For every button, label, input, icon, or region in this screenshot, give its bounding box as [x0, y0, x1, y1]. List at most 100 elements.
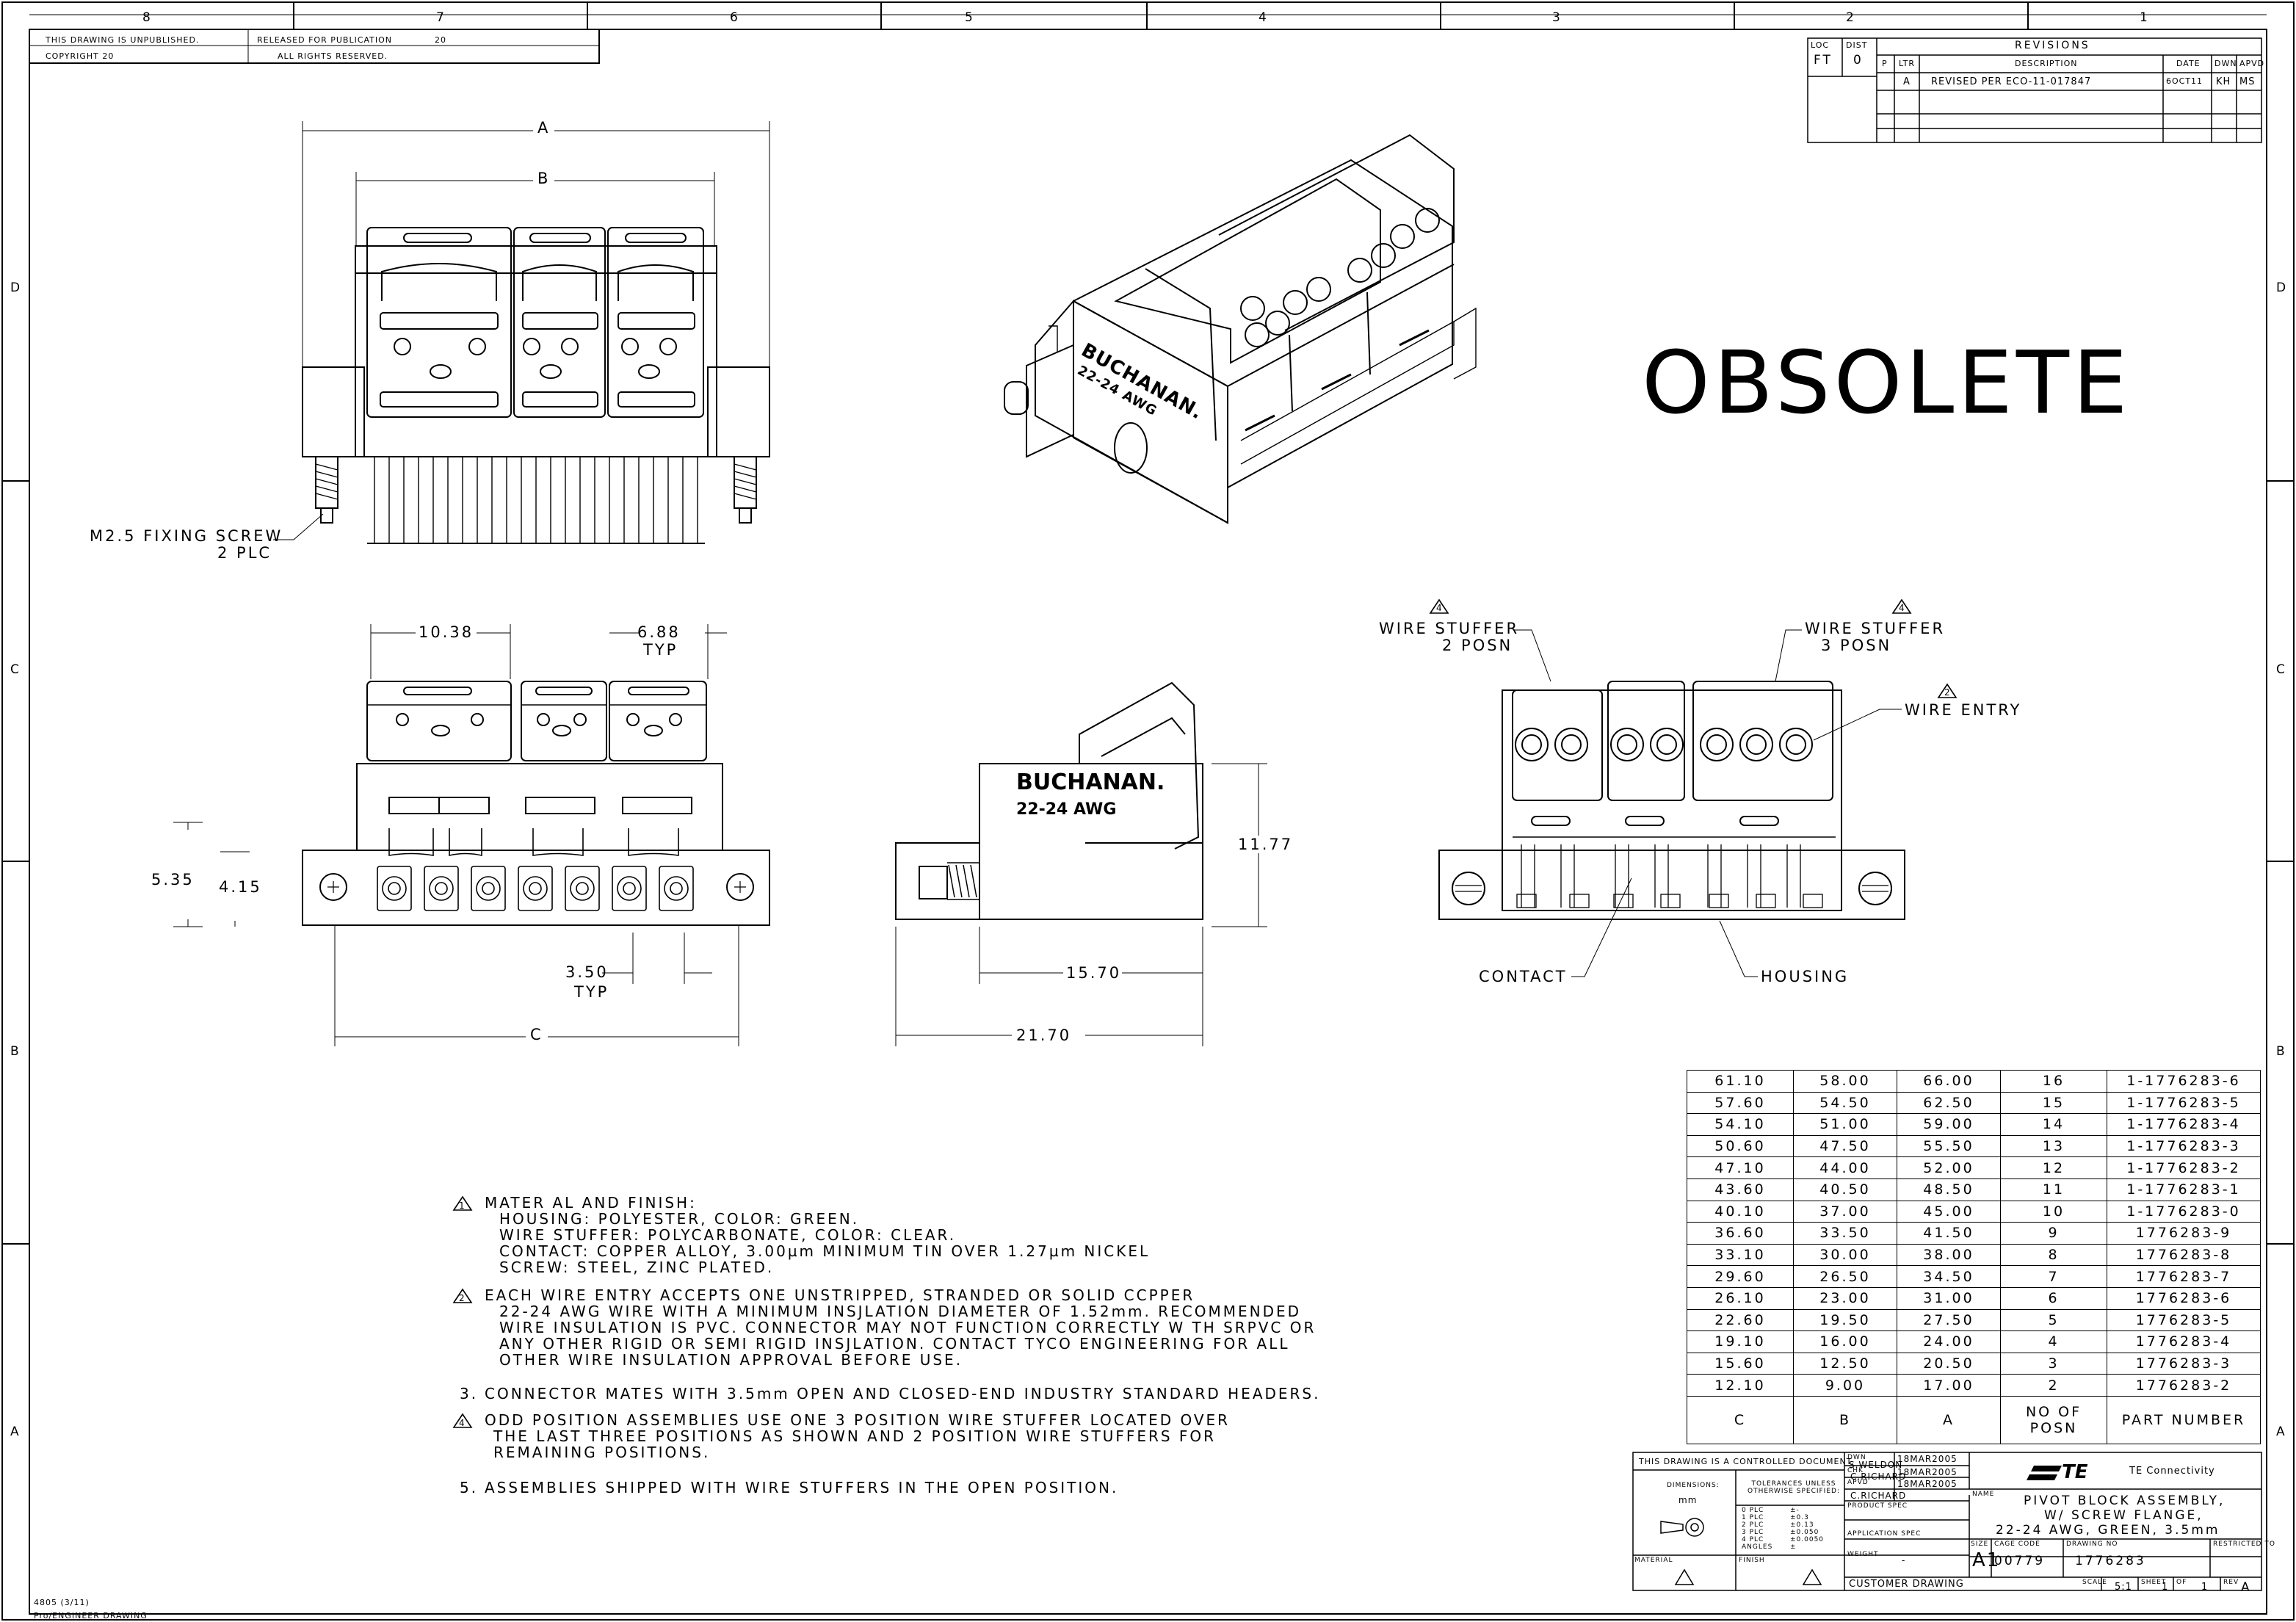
table-cell: 33.50 — [1793, 1222, 1897, 1245]
table-cell: 27.50 — [1897, 1308, 2001, 1332]
side-awg: 22-24 AWG — [1016, 800, 1117, 819]
table-cell: 19.10 — [1687, 1330, 1794, 1353]
table-cell: 47.50 — [1793, 1134, 1897, 1158]
zone-label-top: 3 — [1552, 10, 1562, 25]
table-cell: 1776283-8 — [2107, 1243, 2261, 1267]
table-cell: 2 — [2000, 1374, 2107, 1397]
table-cell: 1-1776283-4 — [2107, 1113, 2261, 1136]
dim-a: A — [533, 119, 555, 137]
tol-value: ± — [1790, 1543, 1797, 1551]
wire-stuffer-2-label: WIRE STUFFER — [1379, 620, 1520, 637]
tol-value: ±0.050 — [1790, 1529, 1819, 1536]
tol-value: ±0.0050 — [1790, 1536, 1825, 1543]
sheet-label: SHEET — [2141, 1579, 2167, 1586]
table-cell: 47.10 — [1687, 1156, 1794, 1179]
table-cell: 43.60 — [1687, 1178, 1794, 1201]
title-line-2: W/ SCREW FLANGE, — [2044, 1508, 2203, 1523]
table-cell: 54.50 — [1793, 1091, 1897, 1115]
dist-value: 0 — [1853, 53, 1864, 68]
table-cell: 8 — [2000, 1243, 2107, 1267]
note-1-line-1: MATER AL AND FINISH: — [485, 1194, 697, 1212]
tol-value: ±0.3 — [1790, 1514, 1809, 1521]
table-cell: 9 — [2000, 1222, 2107, 1245]
table-cell: 1-1776283-5 — [2107, 1091, 2261, 1115]
table-cell: 66.00 — [1897, 1070, 2001, 1093]
dim-b: B — [533, 170, 555, 187]
note-flag-number: 4 — [1436, 603, 1443, 613]
product-spec-label: PRODUCT SPEC — [1847, 1502, 1908, 1510]
tol-place: 2 PLC — [1742, 1521, 1764, 1529]
note-5-line-1: ASSEMBLIES SHIPPED WITH WIRE STUFFERS IN… — [485, 1479, 1119, 1496]
dim-10-38: 10.38 — [416, 623, 477, 641]
table-cell: 12.50 — [1793, 1352, 1897, 1375]
wire-stuffer-2-posn: 2 POSN — [1442, 637, 1513, 654]
side-brand: BUCHANAN. — [1016, 770, 1165, 795]
dwn-label: DWN — [1847, 1454, 1866, 1461]
rev-col-p: P — [1882, 59, 1888, 68]
wire-entry-label: WIRE ENTRY — [1905, 701, 2022, 719]
application-spec-label: APPLICATION SPEC — [1847, 1530, 1922, 1538]
note-flag-number: 2 — [459, 1293, 467, 1303]
table-cell: 31.00 — [1897, 1286, 2001, 1310]
table-cell: 4 — [2000, 1330, 2107, 1353]
note-4-line-3: REMAINING POSITIONS. — [493, 1444, 711, 1461]
tol-place: ANGLES — [1742, 1543, 1773, 1551]
table-cell: 1-1776283-3 — [2107, 1134, 2261, 1158]
apvd-name: C.RICHARD — [1850, 1491, 1907, 1501]
isometric-view — [1004, 134, 1477, 524]
rev-col-description: DESCRIPTION — [2015, 59, 2078, 68]
front-view — [173, 624, 770, 1046]
of-label: OF — [2176, 1579, 2187, 1586]
zone-label-top: 5 — [965, 10, 975, 25]
form-number: 4805 (3/11) — [34, 1598, 90, 1607]
table-cell: 6 — [2000, 1286, 2107, 1310]
zone-label-side: C — [10, 662, 21, 677]
note-3-number: 3. — [460, 1385, 479, 1402]
note-flag-number: 4 — [459, 1418, 467, 1428]
rev-row-ltr: A — [1903, 76, 1911, 87]
customer-drawing-label: CUSTOMER DRAWING — [1849, 1579, 1964, 1590]
contact-label: CONTACT — [1479, 968, 1568, 985]
table-cell: 34.50 — [1897, 1265, 2001, 1288]
cage-code-value: 00779 — [1994, 1554, 2046, 1568]
dim-c: C — [526, 1026, 548, 1043]
table-cell: 40.50 — [1793, 1178, 1897, 1201]
end-view — [1438, 629, 1905, 977]
dim-21-70: 21.70 — [1016, 1027, 1072, 1044]
housing-label: HOUSING — [1761, 968, 1850, 985]
fixing-screw-qty: 2 PLC — [217, 544, 272, 562]
tol-place: 0 PLC — [1742, 1507, 1764, 1514]
table-cell: 5 — [2000, 1308, 2107, 1332]
table-cell: 10 — [2000, 1200, 2107, 1223]
side-view — [895, 681, 1267, 1046]
table-cell: 22.60 — [1687, 1308, 1794, 1332]
note-2-line-2: 22-24 AWG WIRE WITH A MINIMUM INSJLATION… — [499, 1303, 1302, 1320]
table-cell: 1776283-4 — [2107, 1330, 2261, 1353]
tol-place: 3 PLC — [1742, 1529, 1764, 1536]
weight-label: WEIGHT — [1847, 1551, 1879, 1558]
te-logo-icon: TE — [2062, 1461, 2088, 1483]
note-2-line-3: WIRE INSULATION IS PVC. CONNECTOR MAY NO… — [499, 1319, 1317, 1336]
rev-value: A — [2241, 1580, 2252, 1595]
dim-4-15: 4.15 — [219, 878, 262, 896]
rev-label: REV — [2223, 1579, 2239, 1586]
rev-col-apvd: APVD — [2239, 59, 2265, 68]
apvd-label: APVD — [1847, 1479, 1869, 1486]
zone-label-side: A — [2276, 1424, 2287, 1439]
weight-value: - — [1902, 1555, 1906, 1565]
table-cell: 38.00 — [1897, 1243, 2001, 1267]
table-cell: 1-1776283-2 — [2107, 1156, 2261, 1179]
table-cell: 1776283-3 — [2107, 1352, 2261, 1375]
finish-label: FINISH — [1739, 1557, 1765, 1564]
table-cell: 36.60 — [1687, 1222, 1794, 1245]
table-cell: 45.00 — [1897, 1200, 2001, 1223]
revisions-title: REVISIONS — [2015, 40, 2090, 51]
of-value: 1 — [2201, 1582, 2209, 1593]
